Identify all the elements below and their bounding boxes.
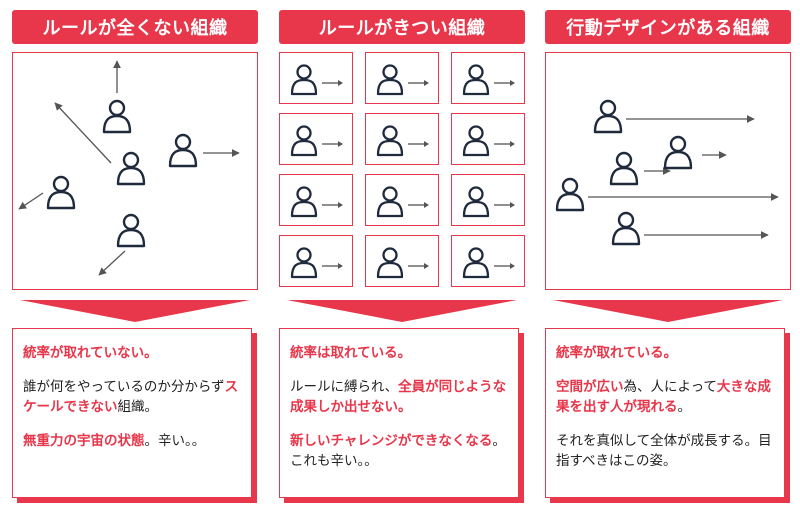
grid-cell: [279, 174, 353, 226]
text-run: それを真似して全体が成長する。目指すべきはこの姿。: [556, 433, 772, 469]
paragraph: 新しいチャレンジができなくなる。これも辛い。。: [290, 431, 508, 471]
grid-cell: [451, 235, 525, 287]
paragraph: 統率が取れている。: [556, 343, 774, 363]
arrow-icon: [54, 102, 112, 164]
text-run: 無重力の宇宙の状態: [23, 433, 145, 449]
person-icon: [168, 133, 198, 168]
description-box: 統率は取れている。 ルールに縛られ、全員が同じような成果しか出せない。 新しいチ…: [279, 328, 519, 498]
text-run: 大きな成果を出す人が現れる: [556, 379, 771, 415]
paragraph: 誰が何をやっているのか分からずスケールできない組織。: [23, 377, 241, 417]
paragraph: それを真似して全体が成長する。目指すべきはこの姿。: [556, 431, 774, 471]
column-no-rules: ルールが全くない組織: [12, 0, 258, 507]
column-title: 行動デザインがある組織: [545, 10, 791, 44]
text-run: 統率が取れていない。: [23, 345, 158, 361]
grid-cell: [451, 113, 525, 165]
text-run: 全員が同じような成果しか出せない。: [290, 379, 507, 415]
grid-cell: [279, 52, 353, 104]
text-run: 統率は取れている。: [290, 345, 412, 361]
text-run: 新しいチャレンジができなくなる: [290, 433, 493, 449]
grid-cell: [279, 113, 353, 165]
grid-cell: [365, 174, 439, 226]
text-run: ルールに縛られ、: [290, 379, 399, 395]
arrow-icon: [18, 192, 44, 210]
text-run: 空間が広い: [556, 379, 624, 395]
person-icon: [376, 247, 429, 279]
grid-cell: [451, 174, 525, 226]
person-icon: [290, 125, 343, 157]
text-run: 誰が何をやっているのか分からず: [23, 379, 225, 395]
person-icon: [462, 186, 515, 218]
person-icon: [290, 64, 343, 96]
text-run: 。これも辛い。。: [290, 433, 506, 469]
chevron-down-icon: [553, 300, 783, 322]
arrow-icon: [98, 250, 126, 276]
text-run: 。: [677, 399, 692, 415]
person-icon: [102, 99, 132, 134]
person-icon: [376, 186, 429, 218]
paragraph: 無重力の宇宙の状態。辛い。。: [23, 431, 241, 451]
grid-cell: [279, 235, 353, 287]
grid-cell: [365, 113, 439, 165]
person-icon: [611, 211, 641, 246]
person-icon: [116, 151, 146, 186]
text-run: スケールできない: [23, 379, 239, 415]
person-icon: [376, 125, 429, 157]
person-icon: [555, 177, 585, 212]
grid-cell: [365, 52, 439, 104]
chevron-down-icon: [287, 300, 517, 322]
diagram-behavior-design: [545, 52, 791, 290]
person-icon: [593, 99, 623, 134]
person-icon: [376, 64, 429, 96]
scatter-people-diagram: [18, 60, 240, 276]
person-icon: [290, 186, 343, 218]
paragraph: 統率が取れていない。: [23, 343, 241, 363]
person-icon: [290, 247, 343, 279]
person-icon: [46, 175, 76, 210]
grid-cell: [365, 235, 439, 287]
text-run: 為、人によって: [623, 379, 717, 395]
person-icon: [462, 64, 515, 96]
chevron-down-icon: [20, 300, 250, 322]
person-icon: [462, 247, 515, 279]
text-run: 組織。: [117, 399, 159, 415]
text-run: 。辛い。。: [144, 433, 206, 449]
description-box: 統率が取れていない。 誰が何をやっているのか分からずスケールできない組織。 無重…: [12, 328, 252, 498]
diagram-no-rules: [12, 52, 258, 290]
paragraph: ルールに縛られ、全員が同じような成果しか出せない。: [290, 377, 508, 417]
grid-cell: [451, 52, 525, 104]
person-icon: [462, 125, 515, 157]
paragraph: 統率は取れている。: [290, 343, 508, 363]
column-behavior-design: 行動デザインがある組織 統: [545, 0, 791, 507]
person-icon: [116, 213, 146, 248]
paragraph: 空間が広い為、人によって大きな成果を出す人が現れる。: [556, 377, 774, 417]
description-box: 統率が取れている。 空間が広い為、人によって大きな成果を出す人が現れる。 それを…: [545, 328, 785, 498]
diagram-strict-rules: [279, 52, 525, 290]
column-strict-rules: ルールがきつい組織 統率は取れている。 ルールに縛られ、全員が同じような成果しか…: [279, 0, 525, 507]
text-run: 統率が取れている。: [556, 345, 678, 361]
person-icon: [663, 135, 693, 170]
column-title: ルールがきつい組織: [279, 10, 525, 44]
growth-people-diagram: [555, 99, 779, 246]
person-icon: [609, 151, 639, 186]
column-title: ルールが全くない組織: [12, 10, 258, 44]
